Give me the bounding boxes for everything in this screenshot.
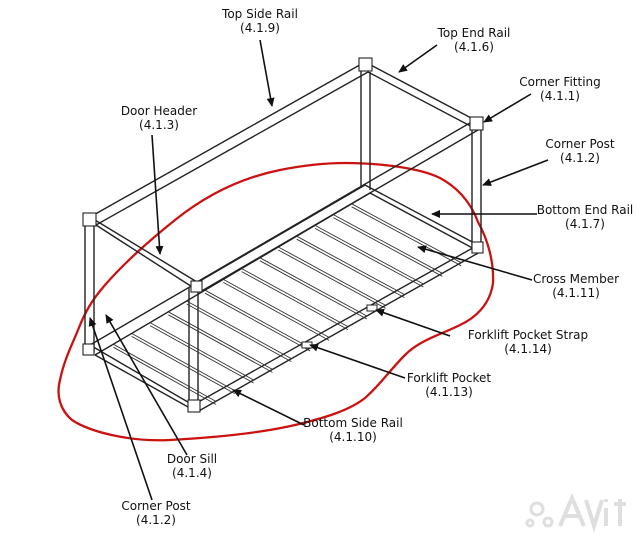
label-cross-member: Cross Member(4.1.11) (533, 272, 619, 300)
corner-fitting-bottom-left (82, 343, 95, 356)
red-annotation-outline (57, 161, 495, 442)
cross-member-line (241, 271, 349, 331)
cross-member-line (113, 343, 217, 402)
cross-member-line (296, 238, 405, 299)
corner-fitting-top-right (469, 116, 484, 131)
label-corner-post-left: Corner Post(4.1.2) (121, 499, 191, 527)
cross-member-line (186, 303, 292, 363)
corner-posts (84, 68, 482, 408)
upper-frame (89, 61, 479, 293)
cross-member-line (333, 217, 443, 277)
corner-fittings (82, 57, 484, 413)
leader-arrows (88, 39, 549, 501)
corner-fitting-top-back (358, 57, 373, 72)
label-forklift-pocket-strap: Forklift Pocket Strap(4.1.14) (468, 328, 588, 356)
cross-member-line (204, 289, 311, 349)
corner-fitting-top-left (82, 212, 97, 227)
corner-fitting-bottom-right (471, 241, 484, 254)
cross-member-line (259, 260, 368, 320)
cross-member-line (223, 279, 330, 338)
cross-member-line (278, 249, 386, 309)
forklift-pocket-mark-2 (366, 304, 378, 312)
cross-member-line (223, 282, 330, 341)
cross-member-line (149, 325, 254, 384)
cross-member-line (296, 235, 405, 296)
corner-fitting-bottom-front (187, 399, 201, 413)
cross-member-line (131, 336, 235, 395)
cross-member-line (351, 206, 462, 267)
cross-member-line (168, 311, 273, 370)
cross-member-line (314, 228, 424, 288)
cross-member-line (259, 257, 368, 317)
label-bottom-side-rail: Bottom Side Rail(4.1.10) (303, 416, 403, 444)
cross-member-line (351, 203, 462, 264)
label-corner-post-right: Corner Post(4.1.2) (545, 137, 615, 165)
watermark-logo (525, 492, 626, 533)
cross-member-line (314, 225, 424, 285)
forklift-pockets (301, 304, 378, 349)
cross-member-line (333, 214, 443, 274)
cross-member-line (204, 292, 311, 352)
label-forklift-pocket: Forklift Pocket(4.1.13) (407, 371, 492, 399)
cross-member-line (149, 322, 254, 381)
cross-member-line (131, 333, 235, 392)
label-bottom-end-rail: Bottom End Rail(4.1.7) (537, 203, 634, 231)
label-corner-fitting: Corner Fitting(4.1.1) (519, 75, 601, 103)
corner-fitting-top-front (190, 280, 203, 293)
label-top-side-rail: Top Side Rail(4.1.9) (221, 7, 298, 35)
label-door-sill: Door Sill(4.1.4) (167, 452, 217, 480)
cross-member-line (241, 268, 349, 328)
cross-member-line (186, 300, 292, 360)
cross-members (113, 203, 462, 405)
label-top-end-rail: Top End Rail(4.1.6) (437, 26, 511, 54)
cross-member-line (278, 246, 386, 306)
cross-member-line (168, 314, 273, 373)
labels: Top Side Rail(4.1.9) Top End Rail(4.1.6)… (121, 7, 633, 527)
label-door-header: Door Header(4.1.3) (121, 104, 197, 132)
